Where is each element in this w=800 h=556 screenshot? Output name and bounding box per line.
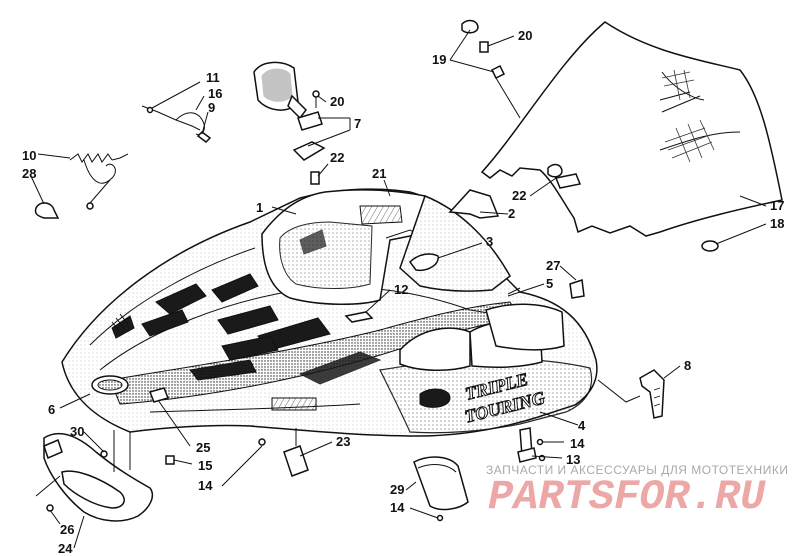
callout-20-mirror: 20 [330, 94, 344, 109]
windshield [480, 21, 783, 237]
screw-part-15 [165, 455, 175, 465]
callout-14-left: 14 [198, 478, 213, 493]
callout-22-windshield: 22 [512, 188, 526, 203]
leader-lines [29, 29, 767, 549]
callout-18: 18 [770, 216, 784, 231]
callout-27: 27 [546, 258, 560, 273]
watermark-tagline: ЗАПЧАСТИ И АКСЕССУАРЫ ДЛЯ МОТОТЕХНИКИ [486, 463, 788, 477]
callout-8: 8 [684, 358, 691, 373]
callout-labels: 1 2 3 4 5 6 7 8 9 10 11 12 13 14 14 14 1… [22, 28, 784, 556]
bracket-part-29 [413, 456, 469, 522]
hinge-part-4 [517, 427, 546, 463]
checker-band [149, 397, 361, 413]
callout-15: 15 [198, 458, 212, 473]
callout-21: 21 [372, 166, 386, 181]
washer-part-18 [701, 240, 719, 252]
lens-part-3 [409, 253, 439, 272]
callout-24: 24 [58, 541, 73, 556]
latch-part-8 [639, 369, 665, 419]
callout-30: 30 [70, 424, 84, 439]
pull-cord-assembly [34, 105, 212, 219]
callout-12: 12 [394, 282, 408, 297]
screw-part-22 [310, 171, 320, 185]
callout-4: 4 [578, 418, 586, 433]
callout-14-bottom: 14 [390, 500, 405, 515]
callout-1: 1 [256, 200, 263, 215]
callout-26: 26 [60, 522, 74, 537]
watermark-logo: PARTSFOR.RU [488, 473, 766, 521]
callout-28: 28 [22, 166, 36, 181]
dash-panel [261, 189, 431, 305]
callout-2: 2 [508, 206, 515, 221]
callout-19: 19 [432, 52, 446, 67]
watermark: ЗАПЧАСТИ И АКСЕССУАРЫ ДЛЯ МОТОТЕХНИКИ PA… [486, 463, 788, 521]
callout-23: 23 [336, 434, 350, 449]
callout-11: 11 [206, 70, 220, 85]
bracket-part-25 [148, 387, 170, 403]
bracket-part-23 [283, 445, 309, 477]
callout-6: 6 [48, 402, 55, 417]
trim-part-5 [507, 287, 521, 295]
screw-part-14-left [258, 438, 266, 446]
windshield-fasteners [461, 19, 582, 189]
callout-20-top: 20 [518, 28, 532, 43]
callout-17: 17 [770, 198, 784, 213]
bracket-part-27 [569, 278, 585, 299]
callout-10: 10 [22, 148, 36, 163]
callout-29: 29 [390, 482, 404, 497]
callout-14-right: 14 [570, 436, 585, 451]
callout-7: 7 [354, 116, 361, 131]
callout-9: 9 [208, 100, 215, 115]
mirror-assembly [253, 61, 326, 161]
callout-25: 25 [196, 440, 210, 455]
deflector-part-2 [448, 189, 500, 219]
callout-22-dash: 22 [330, 150, 344, 165]
callout-16: 16 [208, 86, 222, 101]
bumper-part-24 [43, 432, 154, 522]
callout-3: 3 [486, 234, 493, 249]
callout-5: 5 [546, 276, 553, 291]
callout-13: 13 [566, 452, 580, 467]
trim-part-12 [344, 311, 374, 323]
